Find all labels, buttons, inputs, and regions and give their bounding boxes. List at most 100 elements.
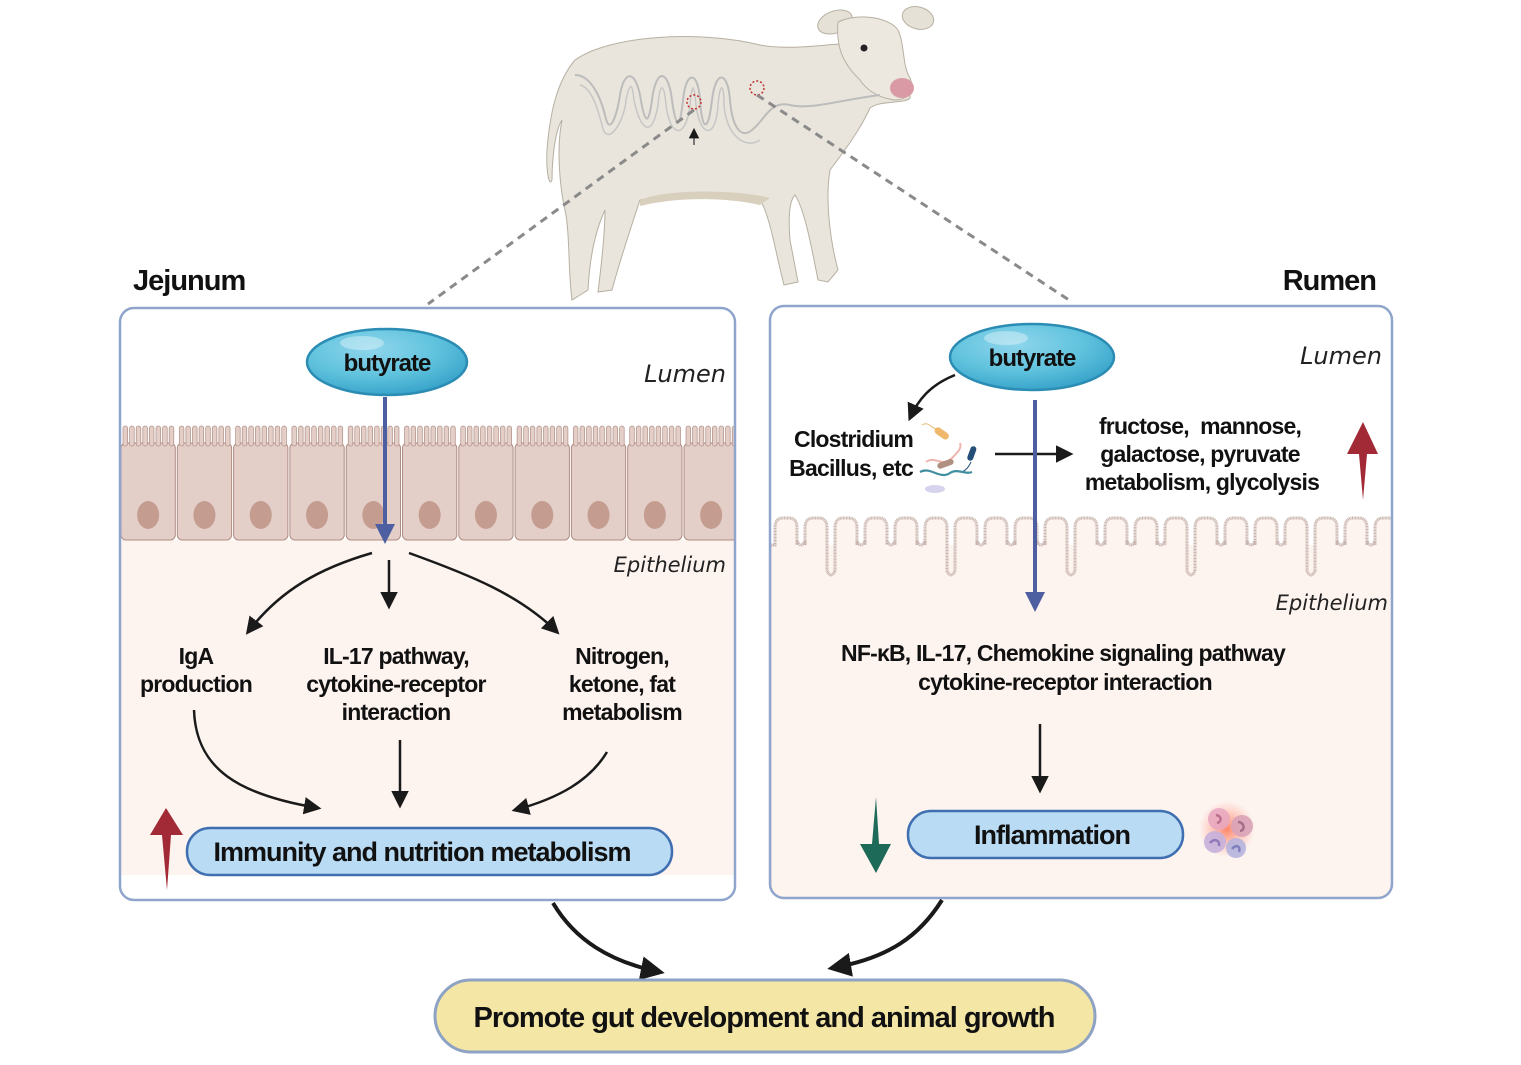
microvillus bbox=[135, 425, 142, 447]
microvillus bbox=[685, 425, 691, 447]
microvillus bbox=[460, 425, 466, 447]
microvillus bbox=[394, 425, 400, 447]
microvillus bbox=[168, 425, 175, 447]
microvillus bbox=[486, 425, 493, 447]
microvillus bbox=[347, 425, 354, 447]
microvillus bbox=[361, 425, 367, 447]
rumen-title: Rumen bbox=[1283, 265, 1376, 297]
microvillus bbox=[480, 425, 486, 447]
microvillus bbox=[423, 425, 430, 447]
microvillus bbox=[155, 425, 161, 447]
immune-cells-icon bbox=[1199, 801, 1255, 858]
pathway-il17: IL-17 pathway, cytokine-receptor interac… bbox=[306, 643, 487, 725]
jejunum-panel: Lumen Epithelium butyrate IgA production… bbox=[118, 306, 737, 902]
microvillus bbox=[192, 425, 198, 447]
arrow-jejunum-to-final bbox=[551, 901, 665, 980]
microvillus bbox=[649, 425, 655, 447]
microvillus bbox=[122, 425, 128, 447]
rumen-butyrate-label: butyrate bbox=[989, 345, 1076, 372]
epithelial-cell bbox=[176, 442, 233, 541]
arrow-nitrogen-to-outcome bbox=[511, 751, 609, 815]
cell-nucleus bbox=[700, 501, 723, 529]
microvillus bbox=[178, 425, 185, 447]
pathway-il17-line-1: IL-17 pathway, bbox=[323, 643, 469, 669]
microvillus bbox=[162, 425, 168, 447]
microvillus bbox=[556, 425, 562, 447]
microvillus bbox=[606, 425, 612, 447]
epithelial-cell bbox=[233, 442, 289, 541]
microvillus bbox=[261, 425, 267, 447]
rumen-panel-border bbox=[768, 304, 1394, 900]
microvillus bbox=[725, 425, 731, 447]
microbes-line-1: Clostridium bbox=[794, 426, 913, 452]
microvillus bbox=[274, 425, 281, 447]
arrow-iga-to-outcome bbox=[192, 709, 322, 815]
microvillus bbox=[675, 425, 681, 447]
rumen-epithelium-label: Epithelium bbox=[1276, 591, 1388, 615]
microvillus bbox=[142, 425, 148, 447]
microvillus bbox=[311, 425, 317, 447]
microvillus bbox=[586, 425, 592, 447]
jejunum-butyrate-node bbox=[305, 327, 469, 397]
cell-nucleus bbox=[587, 501, 610, 529]
pathway-iga-line-1: IgA bbox=[179, 643, 214, 669]
pathway-nitrogen-line-2: ketone, fat bbox=[569, 671, 676, 697]
rumen-panel: Lumen Epithelium butyrate Clostridium Ba… bbox=[768, 304, 1394, 900]
rumen-connector bbox=[756, 93, 1073, 304]
cell-nucleus bbox=[643, 501, 666, 529]
up-arrow-icon bbox=[1347, 422, 1378, 500]
epithelial-cell bbox=[683, 442, 735, 541]
pathway-il17-line-3: interaction bbox=[342, 699, 451, 725]
microvillus bbox=[573, 425, 579, 447]
arrow-to-nitrogen bbox=[408, 551, 560, 635]
microvillus bbox=[430, 425, 436, 447]
microvillus bbox=[248, 425, 254, 447]
jejunum-outcome-label: Immunity and nutrition metabolism bbox=[213, 837, 630, 867]
microvillus bbox=[635, 425, 642, 447]
microvillus bbox=[536, 425, 542, 447]
jejunum-epithelial-cells bbox=[120, 425, 735, 541]
cell-nucleus bbox=[531, 501, 554, 529]
microvillus bbox=[705, 425, 711, 447]
microvillus bbox=[337, 425, 344, 447]
microvillus bbox=[205, 425, 211, 447]
rumen-sample-site bbox=[749, 80, 765, 96]
microvillus bbox=[198, 425, 205, 447]
pathway-nitrogen-line-1: Nitrogen, bbox=[575, 643, 669, 669]
microvillus bbox=[619, 425, 625, 447]
jejunum-lumen-label: Lumen bbox=[644, 360, 726, 388]
microvillus bbox=[543, 425, 549, 447]
microvillus bbox=[410, 425, 417, 447]
microvillus bbox=[281, 425, 287, 447]
pathway-iga: IgA production bbox=[140, 643, 253, 697]
microvillus bbox=[437, 425, 443, 447]
arrow-to-iga bbox=[245, 551, 373, 635]
microvillus bbox=[523, 425, 529, 447]
rumen-outcome-label: Inflammation bbox=[974, 820, 1130, 850]
rumen-papillae bbox=[770, 516, 1392, 898]
microvillus bbox=[417, 425, 423, 447]
arrow-to-microbes bbox=[907, 373, 956, 422]
microvillus bbox=[298, 425, 304, 447]
microvillus bbox=[241, 425, 248, 447]
microvillus bbox=[149, 425, 155, 447]
microvillus bbox=[516, 425, 523, 447]
down-arrow-icon bbox=[860, 797, 891, 873]
microvillus bbox=[129, 425, 135, 447]
microvillus bbox=[562, 425, 569, 447]
calf-intestine bbox=[574, 74, 881, 135]
microvillus bbox=[367, 425, 373, 447]
jejunum-epithelium-label: Epithelium bbox=[614, 553, 726, 577]
calf-ear-right bbox=[901, 6, 935, 30]
rumen-pathway-line-2: cytokine-receptor interaction bbox=[918, 669, 1212, 695]
cell-nucleus bbox=[306, 501, 329, 529]
microvillus bbox=[317, 425, 324, 447]
microvillus bbox=[612, 425, 618, 447]
microvillus bbox=[592, 425, 599, 447]
microvillus bbox=[291, 425, 297, 447]
pathway-nitrogen-line-3: metabolism bbox=[562, 699, 682, 725]
microvillus bbox=[450, 425, 456, 447]
microvillus bbox=[473, 425, 479, 447]
calf-nose bbox=[890, 78, 914, 98]
microvillus bbox=[698, 425, 705, 447]
